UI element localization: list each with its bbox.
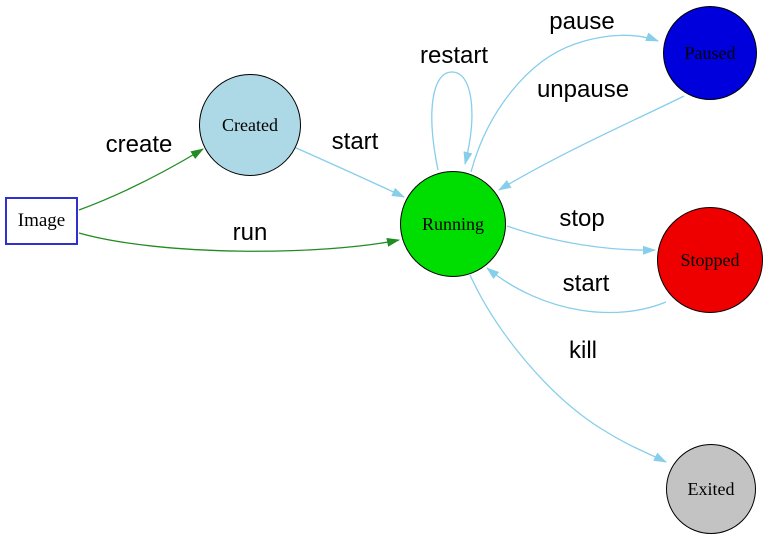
edge-label-start-2: start [562,270,610,297]
edge-label-create: create [105,131,173,158]
exited-node-label: Exited [687,478,735,499]
edge-label-stop: stop [559,205,605,232]
edge-pause-arrow [470,32,659,173]
edge-label-kill: kill [569,337,597,364]
paused-node-label: Paused [684,42,736,63]
paused-node: Paused [663,6,757,100]
running-node-label: Running [421,213,484,234]
edge-kill-arrow [469,274,667,463]
edge-run-arrow [78,232,400,252]
created-node: Created [199,74,301,176]
edge-stop-arrow [506,225,656,255]
edge-label-restart: restart [419,42,489,69]
edge-paths-group [78,32,685,463]
edge-label-unpause: unpause [536,76,630,103]
edge-restart-arrow [431,71,473,171]
created-node-label: Created [222,114,278,135]
stopped-node: Stopped [657,207,763,313]
edge-label-pause: pause [549,8,615,35]
image-node-label: Image [17,210,66,231]
stopped-node-label: Stopped [680,249,740,270]
running-node: Running [400,171,506,277]
edge-unpause-arrow [498,95,685,191]
edge-start2-arrow [486,267,667,314]
edge-label-start: start [331,128,379,155]
edge-label-run: run [232,219,268,246]
edge-create-arrow [78,148,204,211]
edge-start-arrow [293,146,405,198]
image-node: Image [5,197,78,245]
exited-node: Exited [666,444,756,534]
